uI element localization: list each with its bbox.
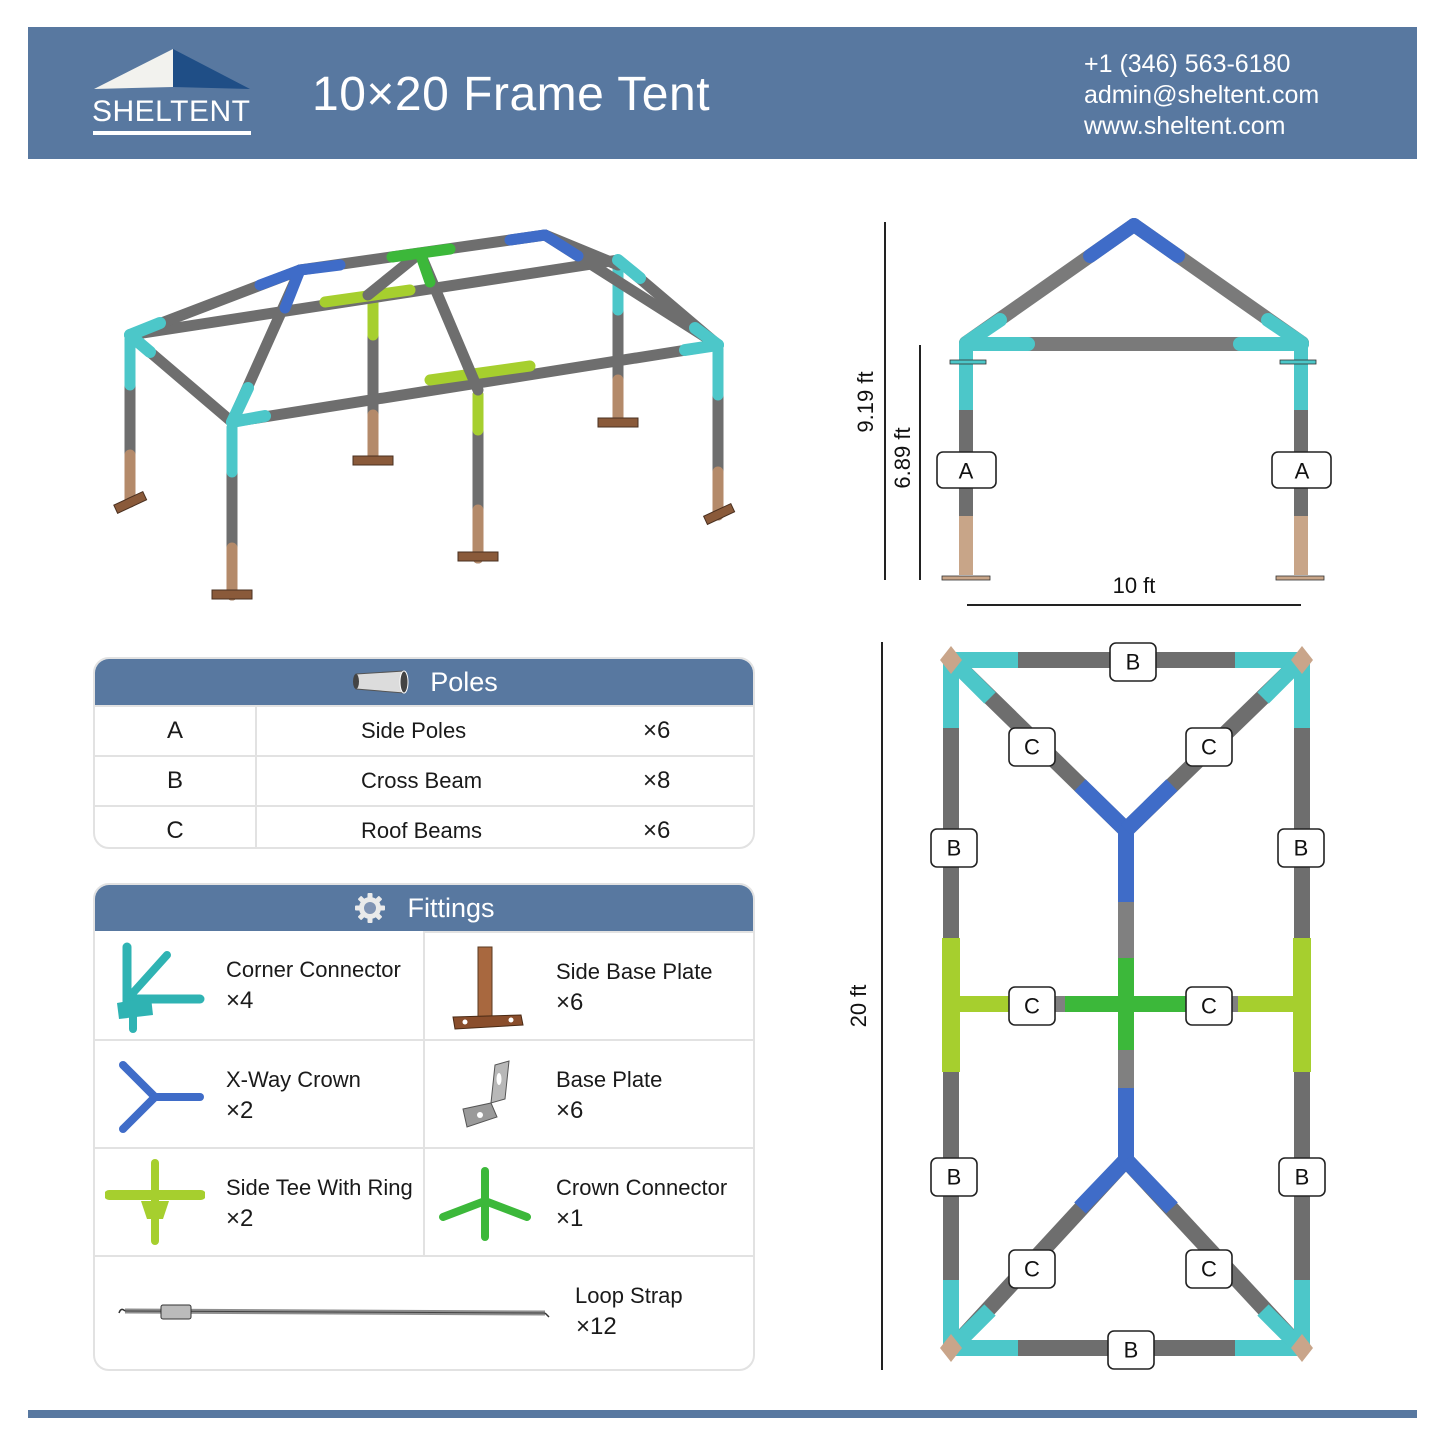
fitting-qty: ×12 <box>576 1313 617 1340</box>
fitting-item: X-Way Crown ×2 <box>95 1039 425 1147</box>
pole-tube-icon <box>353 670 409 694</box>
pole-qty: ×6 <box>643 817 671 844</box>
fittings-title: Fittings <box>407 892 495 923</box>
fittings-grid: Corner Connector ×4 Side Base Plate ×6 X… <box>95 931 753 1255</box>
loop-strap-icon <box>118 1304 550 1320</box>
poles-table: Poles A Side Poles ×6 B Cross Beam ×8 C … <box>93 657 755 849</box>
label-c-lower-left: C <box>1008 1249 1056 1289</box>
svg-text:A: A <box>959 459 974 484</box>
svg-text:C: C <box>1201 994 1217 1019</box>
label-c-upper-left: C <box>1008 727 1056 767</box>
fitting-item: Loop Strap ×12 <box>95 1255 753 1369</box>
corner-connector-icon <box>117 942 205 1033</box>
contact-email[interactable]: admin@sheltent.com <box>1084 81 1320 109</box>
pole-name: Cross Beam <box>361 768 483 793</box>
label-b-lower-right: B <box>1278 1157 1326 1197</box>
fitting-item: Corner Connector ×4 <box>95 931 425 1039</box>
svg-text:C: C <box>1024 735 1040 760</box>
fitting-name: Crown Connector <box>556 1175 728 1200</box>
fitting-qty: ×6 <box>556 989 584 1016</box>
label-b-upper-left: B <box>930 828 978 868</box>
fitting-name: Side Tee With Ring <box>226 1175 413 1200</box>
pole-row: C Roof Beams ×6 <box>95 805 753 847</box>
pole-code: A <box>95 707 257 755</box>
label-c-mid-left: C <box>1008 986 1056 1026</box>
fitting-name: X-Way Crown <box>226 1067 361 1092</box>
poles-header: Poles <box>95 659 753 705</box>
isometric-frame-view <box>100 210 750 610</box>
label-c-mid-right: C <box>1185 986 1233 1026</box>
fittings-table: Fittings Corner Connector ×4 Side B <box>93 883 755 1371</box>
contact-block: +1 (346) 563-6180 admin@sheltent.com www… <box>1084 49 1319 142</box>
pole-name: Side Poles <box>361 718 467 743</box>
brand-name: SHELTENT <box>92 95 251 128</box>
page-title: 10×20 Frame Tent <box>312 68 711 121</box>
poles-title: Poles <box>430 666 498 697</box>
label-b-upper-right: B <box>1277 828 1325 868</box>
svg-text:C: C <box>1024 994 1040 1019</box>
pole-code: C <box>95 807 257 847</box>
crown-connector-icon <box>439 1167 531 1241</box>
fitting-name: Base Plate <box>556 1067 663 1092</box>
svg-text:C: C <box>1024 1257 1040 1282</box>
fittings-header: Fittings <box>95 885 753 931</box>
pole-row: B Cross Beam ×8 <box>95 755 753 805</box>
side-base-plate-icon <box>452 946 524 1030</box>
svg-text:A: A <box>1295 459 1310 484</box>
label-b-bottom: B <box>1107 1330 1155 1370</box>
contact-phone[interactable]: +1 (346) 563-6180 <box>1084 50 1291 78</box>
side-tee-icon <box>105 1159 205 1245</box>
fitting-name: Loop Strap <box>575 1283 683 1308</box>
height-side-label: 6.89 ft <box>890 427 915 488</box>
brand-logo: SHELTENT <box>92 49 252 139</box>
svg-text:B: B <box>1126 650 1141 675</box>
fitting-name: Corner Connector <box>226 957 401 982</box>
fitting-item: Side Tee With Ring ×2 <box>95 1147 425 1255</box>
fitting-item: Side Base Plate ×6 <box>425 931 753 1039</box>
footer-bar <box>28 1410 1417 1418</box>
svg-text:C: C <box>1201 735 1217 760</box>
svg-text:C: C <box>1201 1257 1217 1282</box>
pole-code: B <box>95 757 257 805</box>
base-plate-icon <box>462 1060 510 1128</box>
label-a-left: A <box>936 451 997 489</box>
svg-text:B: B <box>1294 836 1309 861</box>
length-label: 20 ft <box>846 985 871 1028</box>
front-elevation-drawing: 9.19 ft 6.89 ft 10 ft A <box>853 218 1332 606</box>
label-b-lower-left: B <box>930 1157 978 1197</box>
width-label: 10 ft <box>1113 573 1156 598</box>
pole-name: Roof Beams <box>361 818 483 843</box>
x-way-crown-icon <box>119 1061 204 1133</box>
top-plan-drawing: 20 ft <box>846 642 1326 1370</box>
fitting-qty: ×4 <box>226 987 254 1014</box>
fitting-item: Crown Connector ×1 <box>425 1147 753 1255</box>
fitting-item: Base Plate ×6 <box>425 1039 753 1147</box>
fitting-qty: ×1 <box>556 1205 584 1232</box>
svg-text:B: B <box>1295 1165 1310 1190</box>
tent-frame-3d-illustration <box>113 229 736 601</box>
header-banner: SHELTENT 10×20 Frame Tent +1 (346) 563-6… <box>28 27 1417 159</box>
label-b-top: B <box>1109 642 1157 682</box>
label-c-upper-right: C <box>1185 727 1233 767</box>
pole-row: A Side Poles ×6 <box>95 705 753 755</box>
svg-text:B: B <box>947 1165 962 1190</box>
label-c-lower-right: C <box>1185 1249 1233 1289</box>
contact-website[interactable]: www.sheltent.com <box>1084 112 1286 140</box>
gear-icon <box>355 893 386 923</box>
label-a-right: A <box>1271 451 1332 489</box>
svg-text:B: B <box>947 836 962 861</box>
top-plan-view: 20 ft <box>840 630 1340 1390</box>
svg-text:B: B <box>1124 1338 1139 1363</box>
fitting-qty: ×6 <box>556 1097 584 1124</box>
pole-qty: ×8 <box>643 767 671 794</box>
fitting-qty: ×2 <box>226 1097 254 1124</box>
height-total-label: 9.19 ft <box>853 371 878 432</box>
fitting-qty: ×2 <box>226 1205 254 1232</box>
front-elevation-view: 9.19 ft 6.89 ft 10 ft A <box>840 210 1340 620</box>
fitting-name: Side Base Plate <box>556 959 713 984</box>
tent-roof-icon <box>94 49 250 89</box>
pole-qty: ×6 <box>643 717 671 744</box>
brand-underline <box>93 131 251 135</box>
